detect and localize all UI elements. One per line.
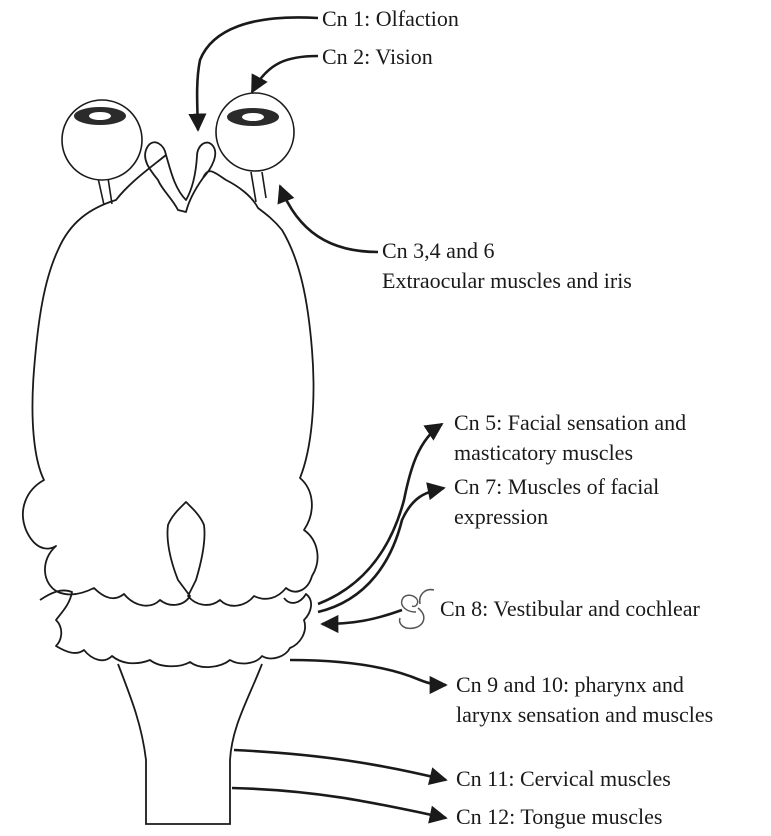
label-cn910-line2: larynx sensation and muscles — [456, 702, 713, 727]
left-eye — [62, 100, 142, 205]
label-cn11: Cn 11: Cervical muscles — [456, 766, 671, 791]
label-cn5-line1: Cn 5: Facial sensation and — [454, 410, 686, 435]
brain-outline — [23, 142, 318, 605]
arrow-cn7 — [318, 488, 444, 612]
label-cn7-line2: expression — [454, 504, 548, 529]
label-cn910-line1: Cn 9 and 10: pharynx and — [456, 672, 684, 697]
cerebellum-outline — [40, 590, 311, 667]
label-cn12: Cn 12: Tongue muscles — [456, 804, 662, 829]
cochlea-icon — [400, 590, 434, 629]
label-cn2: Cn 2: Vision — [322, 44, 433, 69]
labels: Cn 1: Olfaction Cn 2: Vision Cn 3,4 and … — [322, 6, 713, 829]
arrow-cn2 — [252, 56, 318, 92]
arrow-cn910 — [290, 660, 446, 685]
label-cn5-line2: masticatory muscles — [454, 440, 633, 465]
arrow-cn346 — [280, 186, 378, 252]
arrow-cn11 — [234, 750, 446, 780]
label-cn8: Cn 8: Vestibular and cochlear — [440, 596, 701, 621]
right-eye — [216, 93, 294, 202]
label-cn346-line2: Extraocular muscles and iris — [382, 268, 632, 293]
label-cn346-line1: Cn 3,4 and 6 — [382, 238, 494, 263]
brainstem-outline — [118, 664, 262, 824]
arrow-cn5 — [318, 424, 442, 604]
arrow-cn12 — [232, 788, 446, 818]
label-cn1: Cn 1: Olfaction — [322, 6, 459, 31]
label-cn7-line1: Cn 7: Muscles of facial — [454, 474, 659, 499]
arrow-cn8 — [322, 610, 402, 624]
